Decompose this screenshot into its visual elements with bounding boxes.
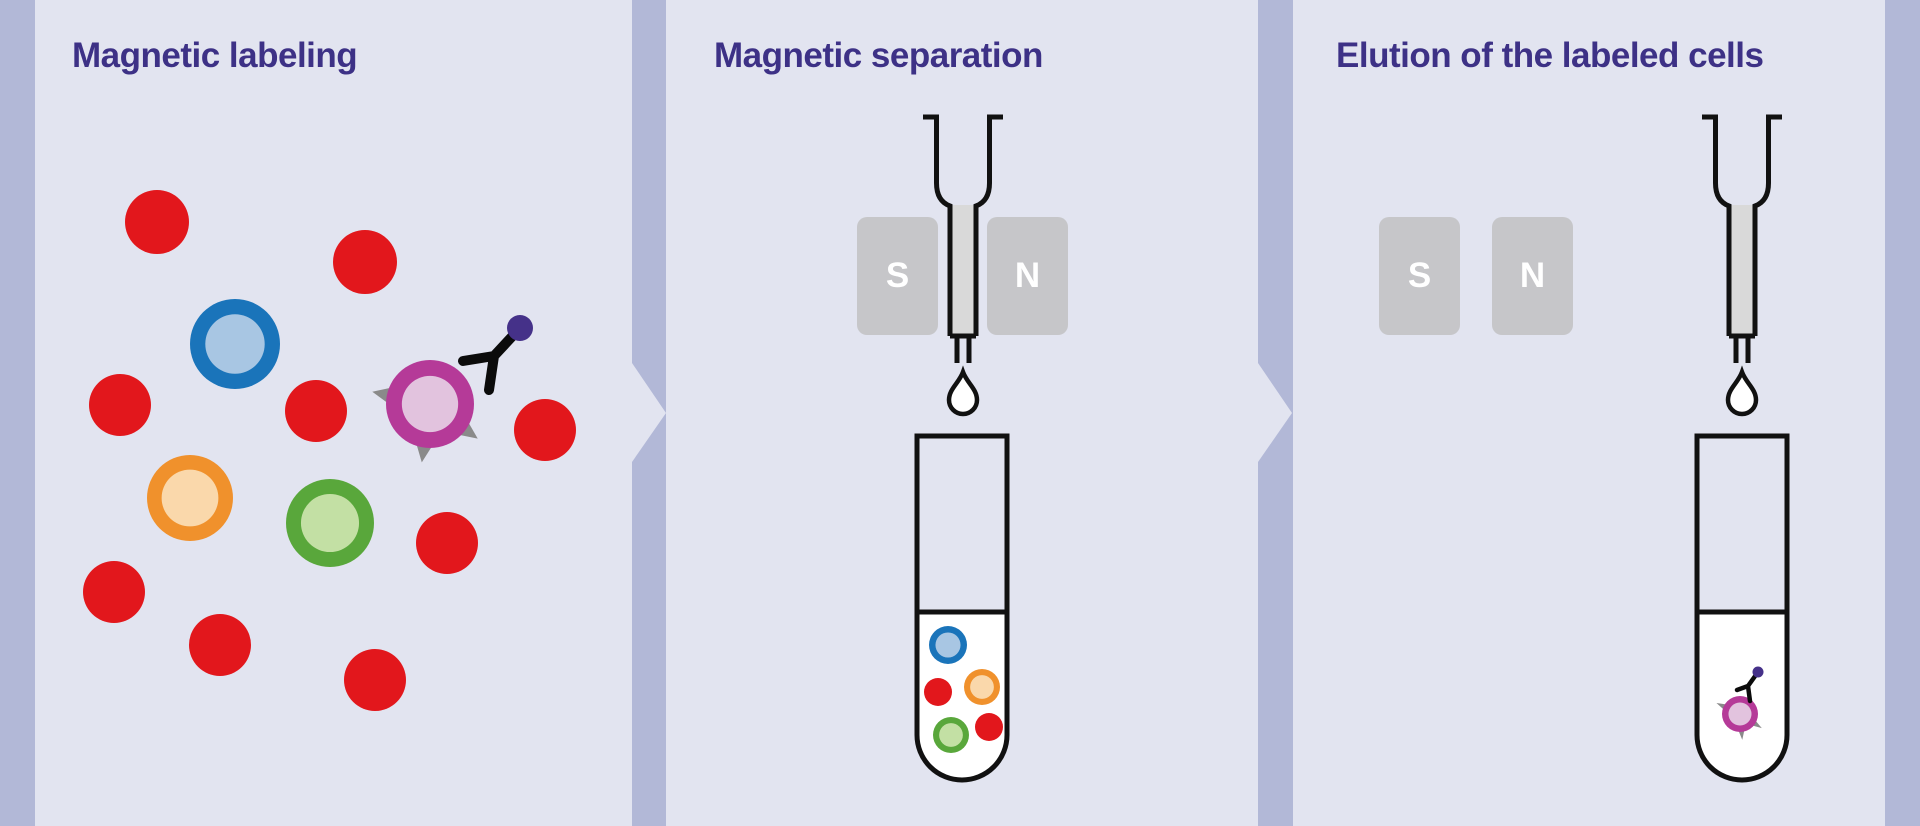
test-tube — [914, 433, 1010, 783]
red-cell — [344, 649, 406, 711]
labeled-target-cell — [1716, 666, 1764, 740]
orange-cell — [147, 455, 233, 541]
red-cell — [83, 561, 145, 623]
red-cell — [975, 713, 1003, 741]
green-cell-core — [300, 493, 360, 553]
magnet-north: N — [987, 217, 1068, 335]
magnetic-bead-icon — [1752, 666, 1764, 678]
orange-cell-core — [970, 675, 994, 699]
red-cell — [333, 230, 397, 294]
column-matrix — [951, 205, 975, 335]
red-cell — [89, 374, 151, 436]
labeled-target-cell — [372, 315, 533, 463]
red-cell — [189, 614, 251, 676]
red-cell — [416, 512, 478, 574]
blue-cell — [929, 626, 967, 664]
magnet-south-label: S — [1407, 256, 1432, 295]
page-title-elution: Elution of the labeled cells — [1336, 36, 1764, 75]
orange-cell-core — [161, 469, 219, 527]
page-title-magnetic-labeling: Magnetic labeling — [72, 36, 358, 75]
test-tube — [1694, 433, 1790, 783]
magnet-north: N — [1492, 217, 1573, 335]
green-cell — [933, 717, 969, 753]
orange-cell — [964, 669, 1000, 705]
droplet-icon — [1725, 365, 1759, 417]
separation-column — [1702, 114, 1782, 363]
column-outline — [1702, 114, 1782, 363]
magnet-south: S — [857, 217, 938, 335]
magnet-south: S — [1379, 217, 1460, 335]
target-cell-core — [401, 375, 459, 433]
green-cell-core — [939, 723, 963, 747]
step-arrow-icon — [632, 363, 666, 462]
tube-outline — [1694, 433, 1790, 783]
magnet-north-label: N — [1014, 256, 1041, 295]
page-title-magnetic-separation: Magnetic separation — [714, 36, 1043, 75]
magnet-south-label: S — [885, 256, 910, 295]
separation-column — [923, 114, 1003, 363]
tube-liquid — [1697, 612, 1787, 780]
cell-mixture-group — [83, 190, 576, 711]
blue-cell-core — [205, 314, 265, 374]
red-cell — [125, 190, 189, 254]
magnetic-separation-apparatus — [914, 114, 1010, 783]
red-cell — [285, 380, 347, 442]
red-cell — [924, 678, 952, 706]
blue-cell — [190, 299, 280, 389]
magnetic-bead-icon — [507, 315, 533, 341]
target-cell-core — [1728, 702, 1752, 726]
elution-of-labeled-cells-apparatus — [1694, 114, 1790, 783]
column-outline — [923, 114, 1003, 363]
column-matrix — [1730, 205, 1754, 335]
magnet-north-label: N — [1519, 256, 1546, 295]
droplet-icon — [946, 365, 980, 417]
green-cell — [286, 479, 374, 567]
blue-cell-core — [935, 632, 961, 658]
tube-outline — [914, 433, 1010, 783]
antibody-icon — [1734, 669, 1761, 704]
red-cell — [514, 399, 576, 461]
step-arrow-icon — [1258, 363, 1292, 462]
